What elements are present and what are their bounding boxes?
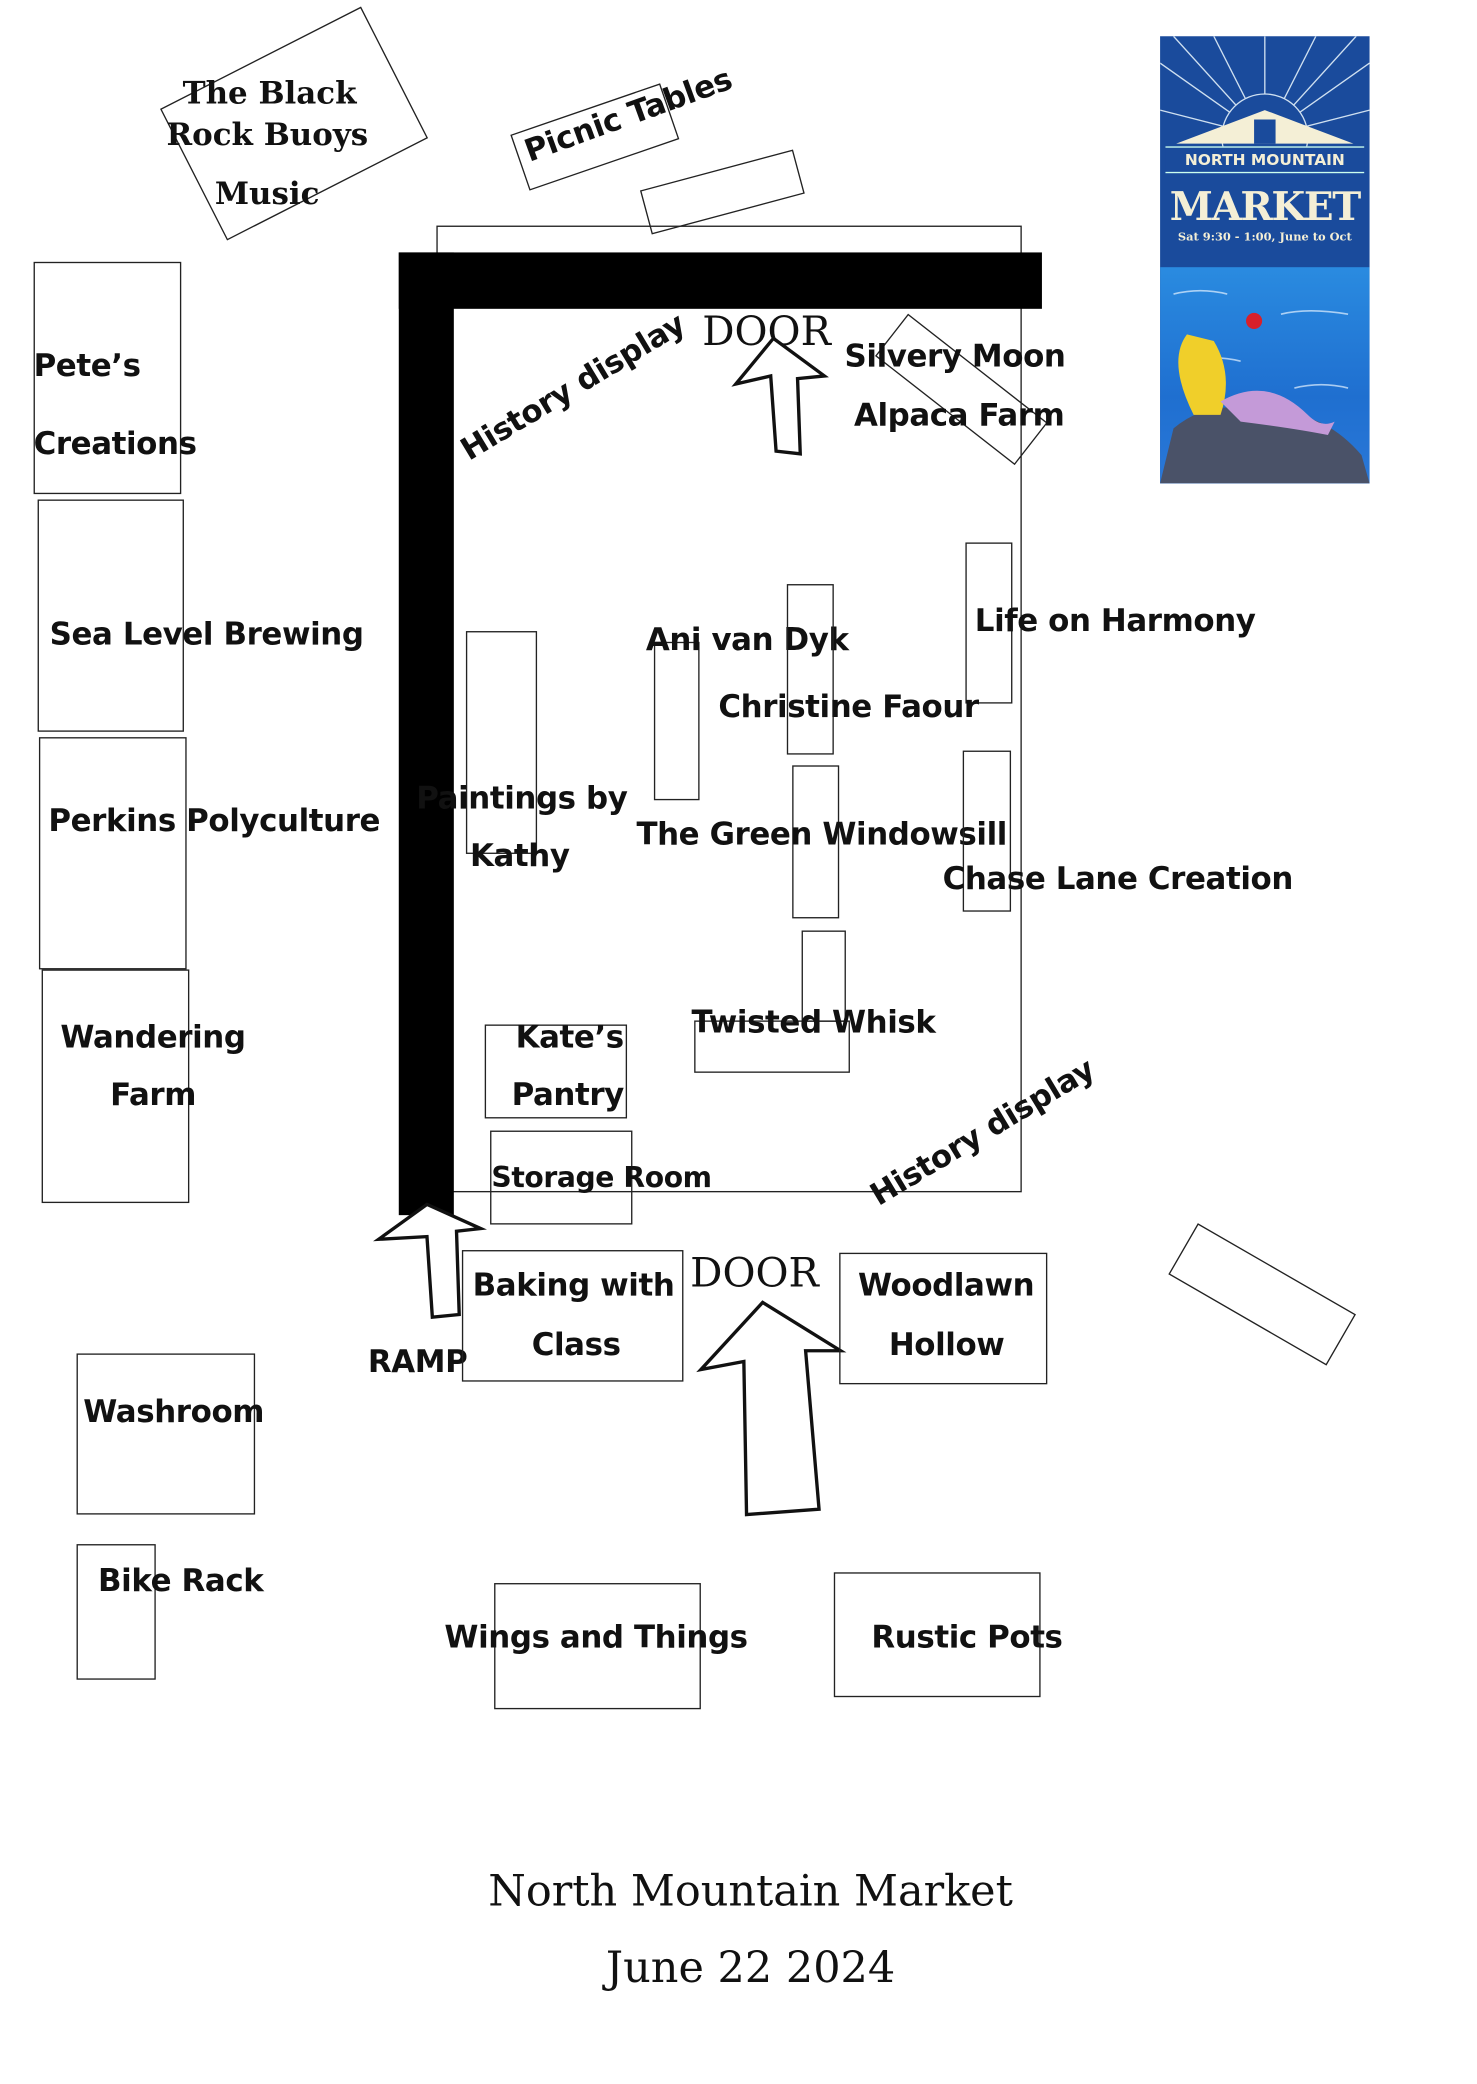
label-ramp: RAMP — [367, 1345, 468, 1381]
label-storage-room: Storage Room — [491, 1161, 712, 1194]
stall-green-windowsill — [792, 765, 840, 919]
label-perkins: Perkins Polyculture — [48, 804, 381, 840]
ramp-arrow-icon — [373, 1202, 487, 1320]
label-rustic-pots: Rustic Pots — [871, 1620, 1063, 1656]
stall-ani-van-dyk — [653, 641, 700, 801]
label-baking-1: Baking with — [472, 1268, 675, 1304]
stall-kates-pantry — [484, 1024, 628, 1119]
label-black-rock-3: Music — [214, 175, 320, 213]
footer-title: North Mountain Market — [488, 1865, 1013, 1917]
label-wings: Wings and Things — [444, 1620, 748, 1656]
stall-petes-creations — [33, 261, 182, 495]
label-washroom: Washroom — [83, 1395, 265, 1430]
stall-paintings-by-kathy — [465, 631, 538, 854]
label-kates-1: Kate’s — [515, 1020, 625, 1056]
label-sea-level: Sea Level Brewing — [49, 617, 364, 653]
label-woodlawn-2: Hollow — [888, 1327, 1005, 1363]
mermaid-icon — [1160, 289, 1370, 484]
label-green-windowsill: The Green Windowsill — [636, 817, 1007, 853]
unlabeled-table — [1168, 1223, 1356, 1366]
stall-wings-and-things — [494, 1583, 701, 1710]
label-baking-2: Class — [531, 1327, 621, 1363]
door-bottom-label: DOOR — [690, 1250, 819, 1298]
label-black-rock-2: Rock Buoys — [166, 116, 369, 154]
label-paintings-1: Paintings by — [416, 781, 628, 817]
label-bike-rack: Bike Rack — [98, 1564, 264, 1600]
label-silvery-1: Silvery Moon — [844, 339, 1066, 375]
storage-room — [490, 1130, 633, 1225]
label-woodlawn-1: Woodlawn — [857, 1268, 1035, 1304]
main-entrance-arrow-icon — [696, 1300, 847, 1517]
label-petes-2: Creations — [33, 426, 197, 462]
logo-line-3: Sat 9:30 - 1:00, June to Oct — [1177, 230, 1352, 245]
label-paintings-2: Kathy — [469, 839, 570, 875]
label-kates-2: Pantry — [511, 1078, 625, 1114]
north-mountain-market-logo: NORTH MOUNTAIN MARKET Sat 9:30 - 1:00, J… — [1160, 36, 1370, 484]
picnic-table-2 — [639, 149, 805, 235]
arrow-up-icon — [731, 336, 829, 456]
stall-woodlawn-hollow — [839, 1252, 1048, 1385]
stall-wandering-farm — [41, 969, 190, 1204]
logo-line-2: MARKET — [1169, 183, 1361, 230]
logo-line-1: NORTH MOUNTAIN — [1165, 146, 1365, 174]
washroom — [76, 1353, 256, 1515]
label-black-rock-1: The Black — [182, 75, 357, 112]
stall-baking-with-class — [461, 1250, 684, 1382]
label-life-on-harmony: Life on Harmony — [974, 604, 1256, 640]
footer-date: June 22 2024 — [605, 1941, 896, 1993]
wall-left — [398, 252, 454, 1216]
stall-perkins-polyculture — [38, 737, 187, 970]
stall-rustic-pots — [833, 1572, 1041, 1698]
label-chase-lane: Chase Lane Creation — [942, 862, 1294, 897]
stall-sea-level-brewing — [37, 499, 184, 732]
label-wandering-2: Farm — [110, 1078, 197, 1114]
label-twisted-whisk: Twisted Whisk — [691, 1005, 936, 1041]
stall-christine-faour — [786, 584, 834, 755]
bike-rack — [76, 1544, 156, 1680]
stall-chase-lane — [962, 750, 1012, 912]
label-ani-van-dyk: Ani van Dyk — [645, 623, 849, 658]
label-petes-1: Pete’s — [33, 349, 141, 385]
mermaid-painting — [1160, 267, 1370, 484]
stall-twisted-whisk-2 — [694, 1020, 850, 1073]
stall-life-on-harmony — [965, 542, 1013, 704]
label-silvery-2: Alpaca Farm — [853, 398, 1065, 434]
wall-top — [398, 252, 1042, 309]
label-wandering-1: Wandering — [60, 1020, 246, 1056]
label-christine: Christine Faour — [718, 690, 979, 726]
